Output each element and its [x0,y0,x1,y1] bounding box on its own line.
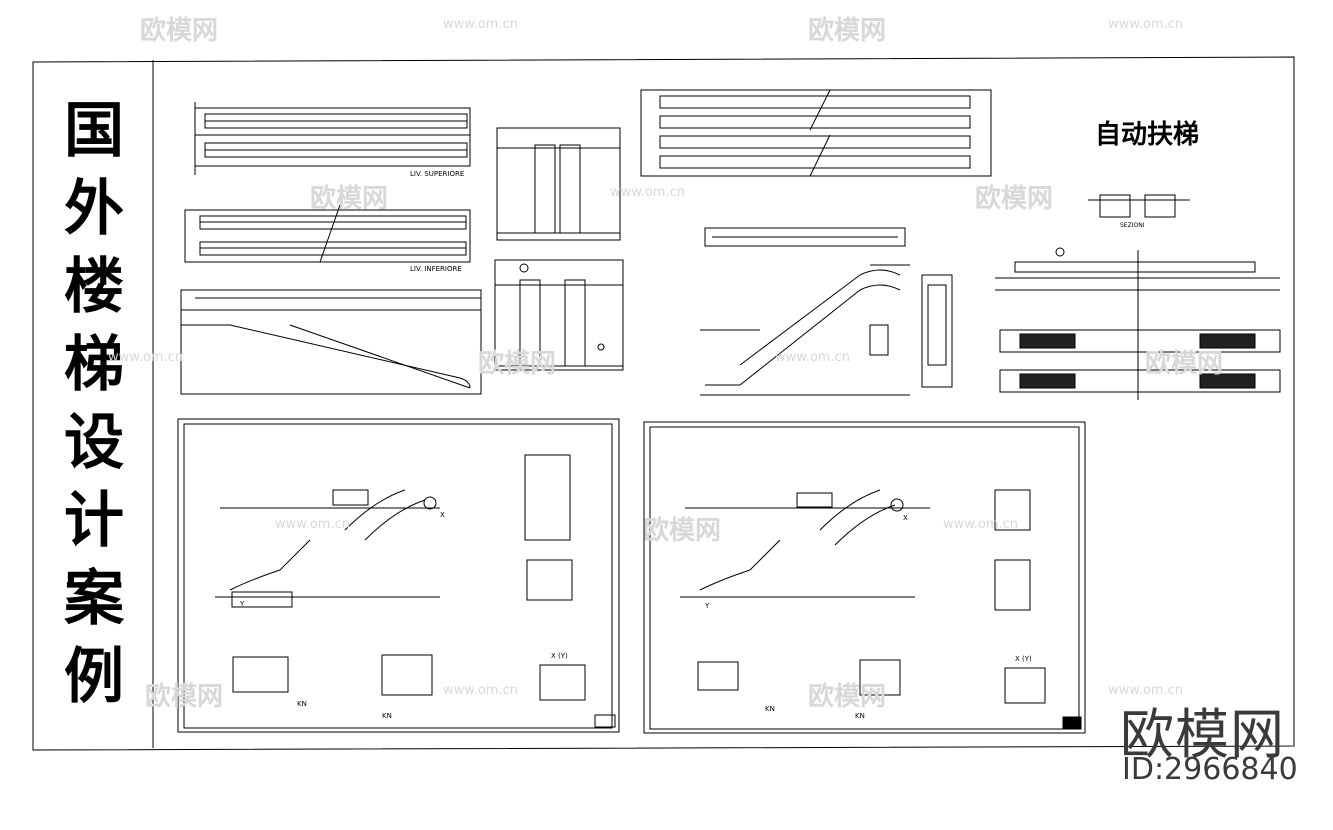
label-kn-4: KN [855,712,865,720]
watermark-brand: 欧模网 [140,16,219,46]
watermark-url: www.om.cn [275,517,350,532]
title-char: 外 [64,174,124,244]
label-y-right: Y [705,602,710,610]
label-x-right: X [903,514,908,522]
label-y-left: Y [240,600,245,608]
title-char: 梯 [64,330,124,400]
title-char: 计 [64,486,124,556]
title-char: 设 [64,408,124,478]
label-kn-1: KN [297,700,307,708]
title-char: 例 [64,642,124,712]
elevation-side [494,259,624,371]
label-x-y-left: X (Y) [551,652,568,660]
watermark-brand: 欧模网 [1145,349,1224,379]
elevation-front [496,127,621,241]
label-kn-3: KN [765,705,775,713]
watermark-url: www.om.cn [1108,683,1183,698]
section-narrow [921,274,953,388]
watermark-brand: 欧模网 [145,682,224,712]
watermark-brand: 欧模网 [975,184,1054,214]
plan-strip [704,227,906,247]
vertical-title: 国 外 楼 梯 设 计 案 例 [44,92,144,716]
watermark-brand: 欧模网 [643,516,722,546]
section-escalator [700,264,910,396]
label-liv-superiore: LIV. SUPERIORE [410,170,465,178]
label-sezioni: SEZIONI [1120,222,1145,229]
watermark-url: www.om.cn [775,350,850,365]
plan-upper-level [194,102,471,175]
sheet-border [32,56,1295,751]
watermark-url: www.om.cn [1108,17,1183,32]
title-char: 国 [64,96,124,166]
escalator-side-right [995,247,1281,400]
title-char: 楼 [64,252,124,322]
detail-sheet-right [643,421,1086,734]
watermark-brand: 欧模网 [808,16,887,46]
watermark-url: www.om.cn [108,350,183,365]
title-char: 案 [64,564,124,634]
escalator-heading: 自动扶梯 [1095,120,1200,150]
label-liv-inferiore: LIV. INFERIORE [410,265,462,273]
watermark-url: www.om.cn [443,683,518,698]
footer-id: ID:2966840 [1122,752,1298,787]
watermark-brand: 欧模网 [808,682,887,712]
label-x-left: X [440,511,445,519]
footer-brand: 欧模网 [1120,703,1285,766]
watermark-url: www.om.cn [610,185,685,200]
sections-small [1088,194,1190,218]
plan-lower-level [184,204,471,263]
label-kn-2: KN [382,712,392,720]
plan-large [640,89,992,177]
watermark-url: www.om.cn [443,17,518,32]
section-long [180,289,482,395]
watermark-brand: 欧模网 [478,349,557,379]
detail-sheet-left [177,418,620,733]
label-x-y-right: X (Y) [1015,655,1032,663]
watermark-brand: 欧模网 [310,184,389,214]
watermark-url: www.om.cn [943,517,1018,532]
